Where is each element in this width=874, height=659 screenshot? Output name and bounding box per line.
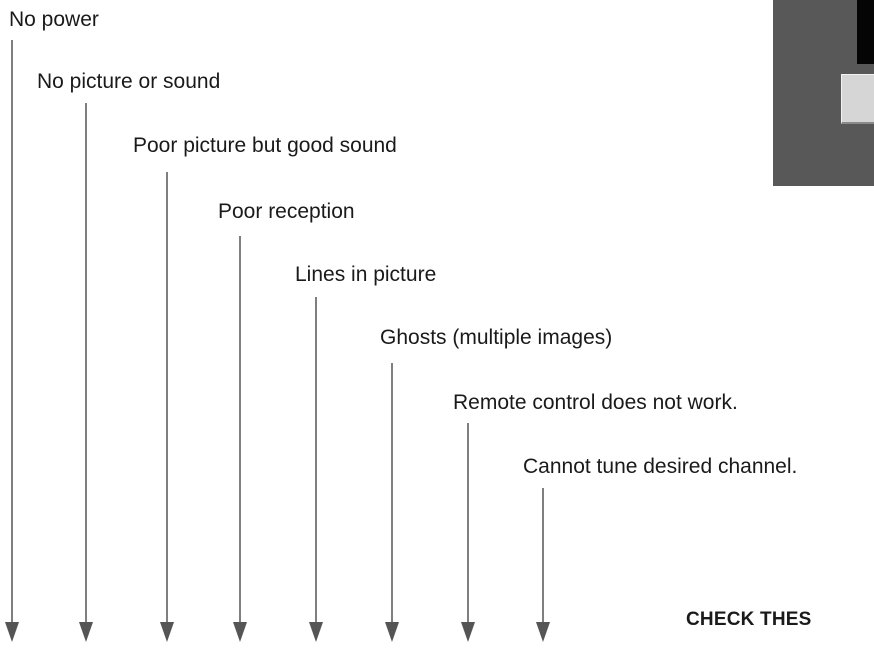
arrow-lines-in-picture (309, 297, 323, 642)
tv-screen (857, 0, 874, 64)
symptom-label-poor-picture: Poor picture but good sound (133, 134, 397, 157)
symptom-label-cannot-tune: Cannot tune desired channel. (523, 455, 798, 478)
symptom-label-remote-control: Remote control does not work. (453, 391, 738, 414)
arrow-poor-picture (160, 172, 174, 642)
symptom-label-lines-in-picture: Lines in picture (295, 263, 437, 286)
arrow-cannot-tune (536, 488, 550, 642)
arrow-no-picture-or-sound (79, 103, 93, 642)
check-these-heading: CHECK THES (686, 609, 812, 630)
arrow-no-power (5, 40, 19, 642)
symptom-label-no-picture-or-sound: No picture or sound (37, 70, 221, 93)
tv-illustration (773, 0, 874, 186)
arrow-ghosts (385, 363, 399, 642)
tv-button (841, 74, 874, 124)
symptom-label-no-power: No power (9, 8, 99, 31)
arrow-remote-control (461, 423, 475, 642)
symptom-label-ghosts: Ghosts (multiple images) (380, 326, 613, 349)
arrow-poor-reception (233, 236, 247, 642)
symptom-label-poor-reception: Poor reception (218, 200, 355, 223)
